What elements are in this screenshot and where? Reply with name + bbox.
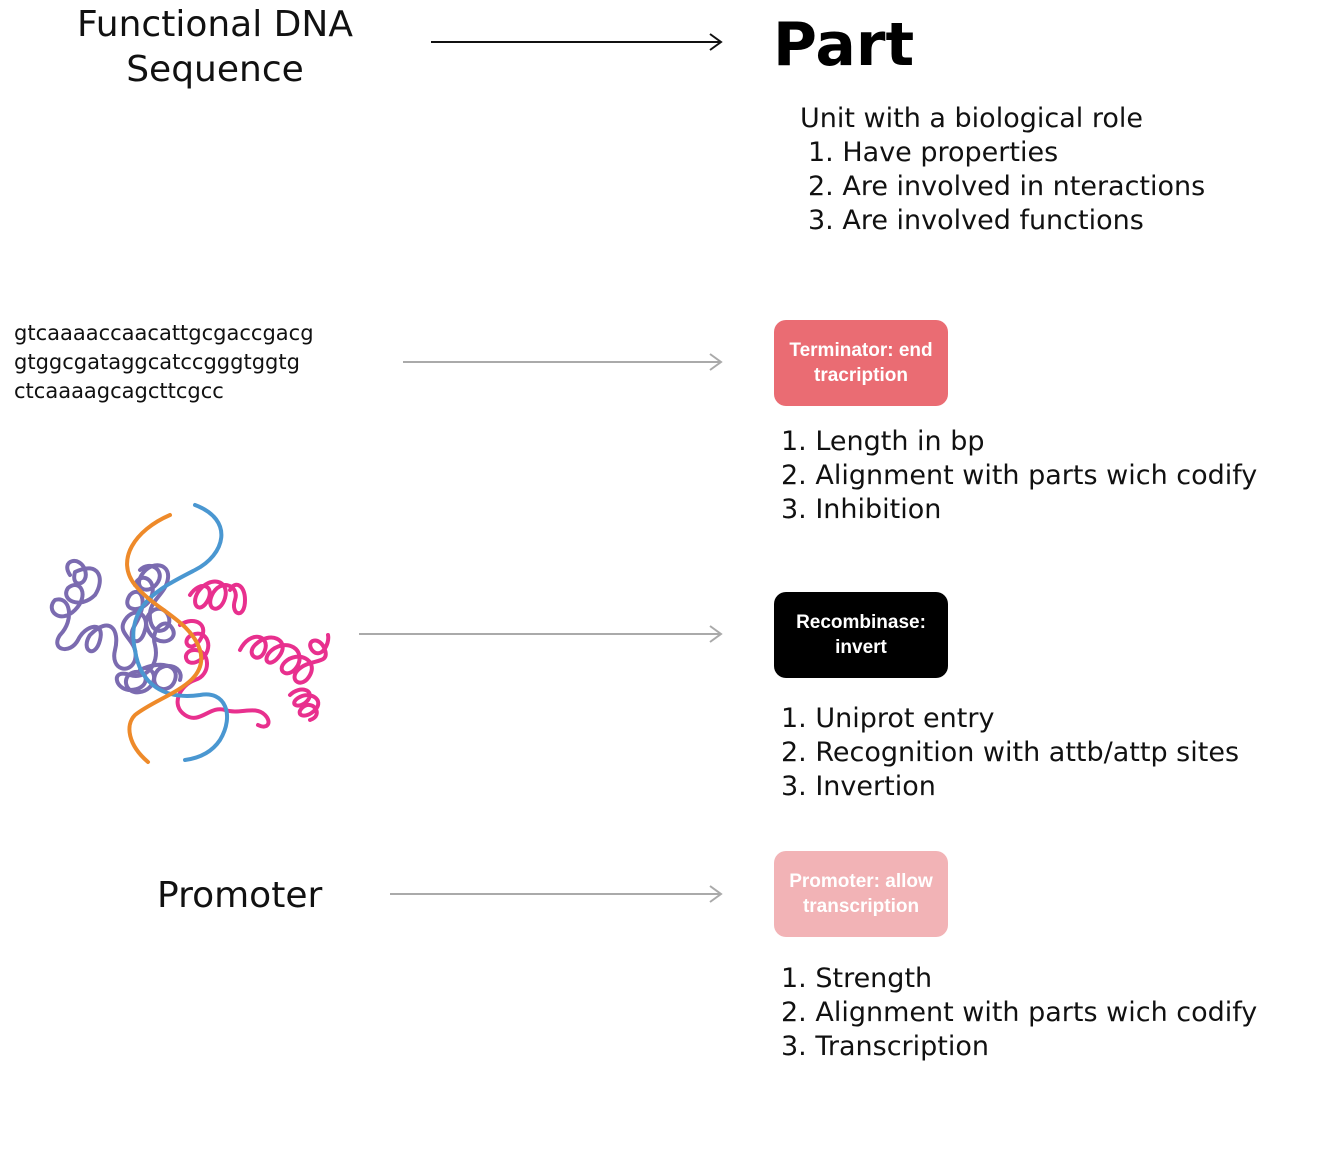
arrow-promoter: [390, 885, 723, 903]
part-heading: Part: [773, 10, 915, 80]
promoter-label: Promoter: [157, 875, 323, 916]
arrow-protein: [359, 625, 723, 643]
sequence-line: gtcaaaaccaacattgcgaccgacg: [14, 321, 314, 345]
promoter-properties: 1. Strength 2. Alignment with parts wich…: [781, 962, 1257, 1064]
functional-dna-heading: Functional DNA Sequence: [77, 4, 353, 90]
list-item: 3. Transcription: [781, 1031, 989, 1062]
arrow-heading: [431, 33, 723, 51]
part-definition-intro: Unit with a biological role: [800, 103, 1143, 134]
list-item: 1. Have properties: [808, 137, 1059, 168]
list-item: 2. Alignment with parts wich codify: [781, 997, 1258, 1028]
sequence-line: ctcaaaagcagcttcgcc: [14, 379, 224, 403]
part-definition-list: 1. Have properties 2. Are involved in nt…: [800, 136, 1205, 238]
protein-structure-icon: [49, 503, 331, 764]
promoter-part-box: Promoter: allow transcription: [774, 851, 948, 937]
arrow-sequence: [403, 353, 723, 371]
dna-sequence: gtcaaaaccaacattgcgaccgacg gtggcgataggcat…: [14, 319, 314, 406]
list-item: 2. Recognition with attb/attp sites: [781, 737, 1240, 768]
list-item: 1. Strength: [781, 963, 933, 994]
list-item: 1. Uniprot entry: [781, 703, 995, 734]
list-item: 2. Are involved in nteractions: [808, 171, 1206, 202]
terminator-properties: 1. Length in bp 2. Alignment with parts …: [781, 425, 1257, 527]
recombinase-part-box: Recombinase: invert: [774, 592, 948, 678]
list-item: 3. Are involved functions: [808, 205, 1144, 236]
list-item: 3. Inhibition: [781, 494, 942, 525]
list-item: 1. Length in bp: [781, 426, 985, 457]
list-item: 3. Invertion: [781, 771, 936, 802]
part-definition: Unit with a biological role 1. Have prop…: [800, 102, 1205, 238]
recombinase-properties: 1. Uniprot entry 2. Recognition with att…: [781, 702, 1239, 804]
terminator-part-box: Terminator: end tracription: [774, 320, 948, 406]
list-item: 2. Alignment with parts wich codify: [781, 460, 1258, 491]
sequence-line: gtggcgataggcatccgggtggtg: [14, 350, 300, 374]
